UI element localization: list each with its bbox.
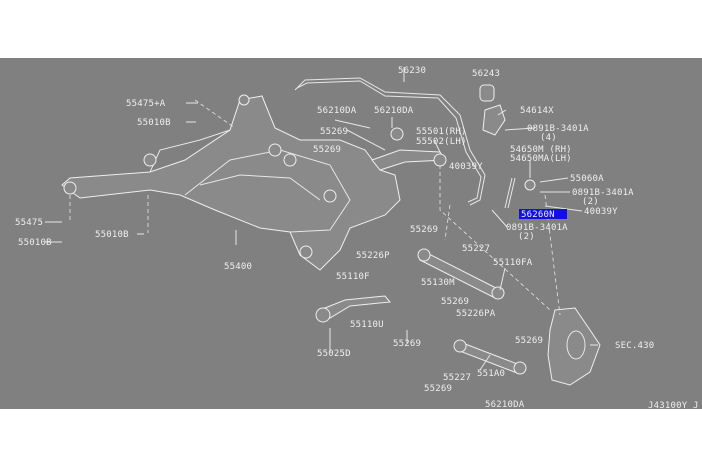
label-551a0[interactable]: 551A0 bbox=[477, 369, 505, 379]
label-55227-a[interactable]: 55227 bbox=[462, 244, 490, 254]
label-55475a[interactable]: 55475+A bbox=[126, 99, 166, 109]
label-56260n-selected[interactable]: 56260N bbox=[521, 210, 555, 220]
label-56210da-b[interactable]: 56210DA bbox=[374, 106, 414, 116]
label-55025d[interactable]: 55025D bbox=[317, 349, 351, 359]
lateral-link-drawing bbox=[419, 251, 501, 299]
label-qty-2b: (2) bbox=[518, 232, 535, 242]
label-0891b-2a[interactable]: 0891B-3401A bbox=[572, 188, 634, 198]
label-56230[interactable]: 56230 bbox=[398, 66, 426, 76]
label-54650m[interactable]: 54650M (RH) bbox=[510, 145, 572, 155]
label-0891b-2b[interactable]: 0891B-3401A bbox=[506, 223, 568, 233]
label-0891b-4[interactable]: 0891B-3401A bbox=[527, 124, 589, 134]
label-55269-c[interactable]: 55269 bbox=[410, 225, 438, 235]
subframe-drawing bbox=[61, 94, 401, 271]
bushing-drawing bbox=[479, 84, 495, 102]
label-55269-a[interactable]: 55269 bbox=[320, 127, 348, 137]
label-55269-b[interactable]: 55269 bbox=[313, 145, 341, 155]
label-55269-e[interactable]: 55269 bbox=[393, 339, 421, 349]
label-40039y-b[interactable]: 40039Y bbox=[584, 207, 618, 217]
label-55269-g[interactable]: 55269 bbox=[424, 384, 452, 394]
highlight-box bbox=[519, 209, 567, 219]
lower-arm-drawing bbox=[324, 295, 391, 319]
label-55226p[interactable]: 55226P bbox=[356, 251, 390, 261]
label-55110u[interactable]: 55110U bbox=[350, 320, 384, 330]
label-55269-d[interactable]: 55269 bbox=[441, 297, 469, 307]
label-55226pa[interactable]: 55226PA bbox=[456, 309, 496, 319]
stabilizer-bar-drawing bbox=[294, 77, 486, 206]
part-labels: 56230 56243 54614X 55475+A 55010B 56210D… bbox=[15, 66, 699, 411]
label-55130m[interactable]: 55130M bbox=[421, 278, 455, 288]
label-qty-2a: (2) bbox=[582, 197, 599, 207]
label-55475[interactable]: 55475 bbox=[15, 218, 43, 228]
label-56210da-c[interactable]: 56210DA bbox=[485, 400, 525, 410]
drawing-id: J43100Y J bbox=[648, 401, 699, 411]
label-55501-rh[interactable]: 55501(RH) bbox=[416, 127, 467, 137]
label-55502-lh[interactable]: 55502(LH) bbox=[416, 137, 467, 147]
label-56243[interactable]: 56243 bbox=[472, 69, 500, 79]
label-55060a[interactable]: 55060A bbox=[570, 174, 604, 184]
label-qty-4: (4) bbox=[540, 133, 557, 143]
connecting-rod-drawing bbox=[504, 177, 516, 209]
label-40039y-a[interactable]: 40039Y bbox=[449, 162, 483, 172]
label-55010b-mid[interactable]: 55010B bbox=[95, 230, 129, 240]
bracket-drawing bbox=[482, 104, 506, 136]
label-55400[interactable]: 55400 bbox=[224, 262, 252, 272]
label-55010b-upper[interactable]: 55010B bbox=[137, 118, 171, 128]
label-55110f[interactable]: 55110F bbox=[336, 272, 370, 282]
label-55110fa[interactable]: 55110FA bbox=[493, 258, 533, 268]
label-sec430[interactable]: SEC.430 bbox=[615, 341, 654, 351]
label-56210da-a[interactable]: 56210DA bbox=[317, 106, 357, 116]
label-55227-b[interactable]: 55227 bbox=[443, 373, 471, 383]
label-54614x[interactable]: 54614X bbox=[520, 106, 554, 116]
label-54650ma[interactable]: 54650MA(LH) bbox=[510, 154, 572, 164]
knuckle-drawing bbox=[547, 307, 601, 386]
label-55010b-left[interactable]: 55010B bbox=[18, 238, 52, 248]
label-55269-f[interactable]: 55269 bbox=[515, 336, 543, 346]
